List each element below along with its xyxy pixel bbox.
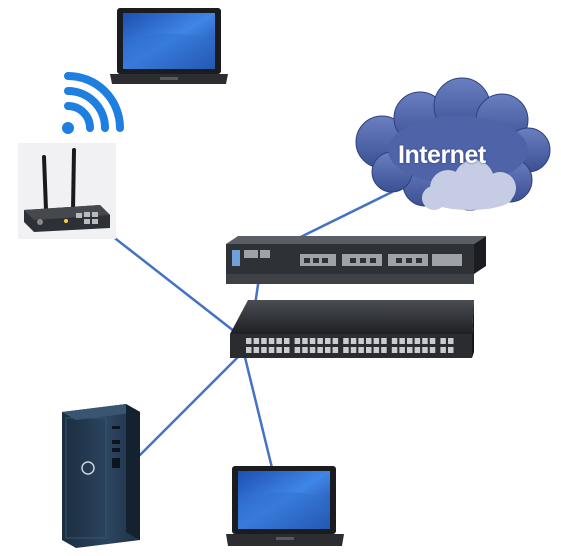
switch-port	[309, 347, 316, 353]
desktop-tower-icon	[62, 404, 140, 548]
switch-port	[317, 347, 323, 353]
switch-port	[309, 338, 316, 344]
switch-port	[373, 347, 380, 353]
wifi-icon	[62, 72, 124, 134]
switch-port	[399, 338, 405, 344]
switch-port	[381, 347, 387, 353]
switch-port	[332, 347, 339, 353]
internet-label: Internet	[398, 141, 486, 169]
switch-port	[429, 347, 436, 353]
rack-router-icon	[226, 236, 486, 284]
switch-port	[381, 338, 387, 344]
switch-port	[407, 347, 413, 353]
switch-port	[422, 347, 428, 353]
switch-port	[350, 347, 357, 353]
switch-port	[440, 347, 446, 353]
link-switch-laptop-bottom	[240, 343, 274, 470]
switch-port	[325, 347, 331, 353]
switch-port	[261, 338, 267, 344]
wireless-router-icon	[18, 143, 116, 239]
link-switch-desktop	[138, 343, 252, 457]
switch-port	[261, 347, 267, 353]
switch-port	[253, 347, 260, 353]
switch-port	[407, 338, 413, 344]
switch-port	[440, 338, 446, 344]
switch-port	[391, 347, 398, 353]
switch-port	[414, 347, 421, 353]
switch-port	[253, 338, 260, 344]
switch-port	[268, 338, 275, 344]
switch-port	[268, 347, 275, 353]
cloud-icon	[355, 77, 551, 211]
link-wireless-router-switch	[96, 223, 250, 344]
switch-port	[414, 338, 421, 344]
switch-port	[276, 347, 282, 353]
switch-port	[343, 338, 349, 344]
switch-port	[284, 338, 290, 344]
switch-port	[366, 347, 372, 353]
switch-port	[246, 338, 252, 344]
switch-port	[294, 338, 301, 344]
switch-port	[332, 338, 339, 344]
switch-port	[343, 347, 349, 353]
switch-port	[246, 347, 252, 353]
switch-port	[422, 338, 428, 344]
laptop-icon	[226, 466, 344, 546]
switch-port	[358, 347, 364, 353]
switch-port	[429, 338, 436, 344]
switch-port	[399, 347, 405, 353]
switch-port	[366, 338, 372, 344]
switch-port	[302, 347, 308, 353]
switch-port	[350, 338, 357, 344]
switch-port	[373, 338, 380, 344]
switch-port	[325, 338, 331, 344]
switch-port	[391, 338, 398, 344]
network-switch-icon	[230, 300, 474, 358]
switch-port	[294, 347, 301, 353]
switch-port	[448, 347, 454, 353]
switch-port	[284, 347, 290, 353]
switch-port	[317, 338, 323, 344]
laptop-icon	[110, 8, 228, 84]
switch-port	[358, 338, 364, 344]
switch-port	[276, 338, 282, 344]
switch-port	[448, 338, 454, 344]
switch-port	[302, 338, 308, 344]
